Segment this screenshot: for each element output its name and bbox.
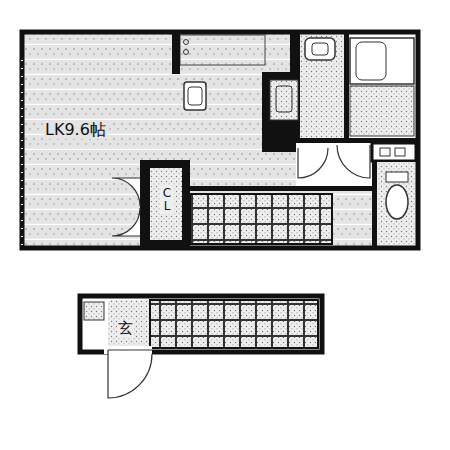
room-label: LK9.6帖: [44, 121, 107, 139]
room-label: CL: [160, 186, 174, 214]
room-label: 玄: [117, 320, 134, 337]
